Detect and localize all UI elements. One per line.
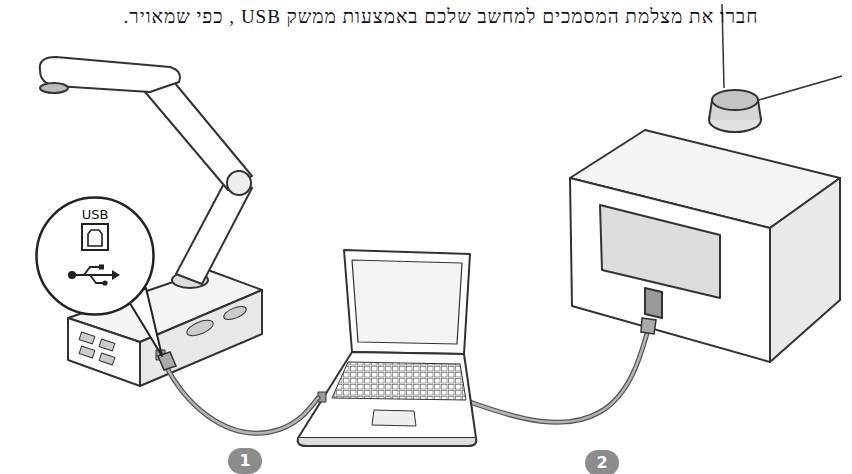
callout-number: 1 (228, 448, 262, 474)
vga-cable (470, 318, 656, 422)
usb-cable (158, 352, 318, 433)
port-name: USB (15, 196, 175, 222)
projector (570, 4, 842, 362)
instruction-title: חברו את מצלמת המסמכים למחשב שלכם באמצעות… (96, 6, 786, 28)
laptop (298, 250, 477, 446)
usb-inset-circle: USB (15, 196, 175, 316)
callout-number: 2 (585, 450, 619, 474)
